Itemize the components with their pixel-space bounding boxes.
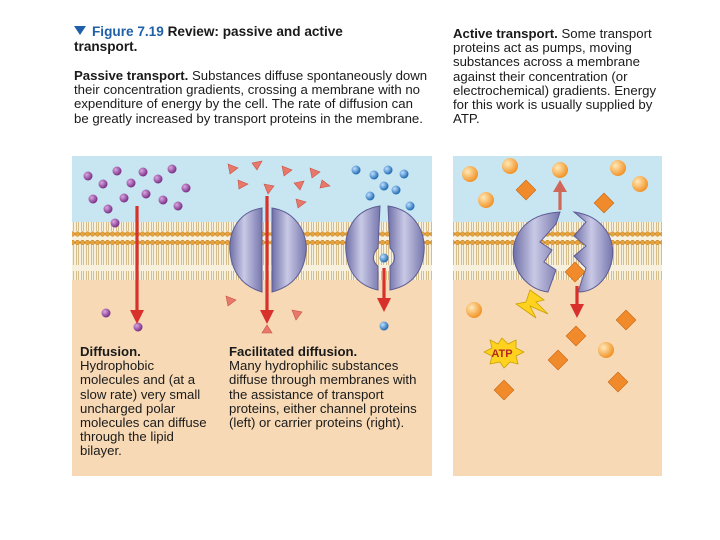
purple-molecule	[110, 218, 120, 228]
diffusion-caption: Diffusion. Hydrophobic molecules and (at…	[80, 344, 214, 459]
figure-number: Figure 7.19	[92, 24, 164, 39]
diffusion-molecules	[83, 164, 191, 332]
orange-ball	[632, 176, 648, 192]
channel-protein-left-half	[229, 207, 263, 293]
orange-molecules	[462, 158, 648, 358]
cytoplasm	[72, 276, 432, 476]
orange-diamond	[607, 371, 629, 393]
orange-diamond	[615, 309, 637, 331]
purple-molecule	[153, 174, 163, 184]
orange-diamond	[593, 192, 615, 214]
figure-title-text: Review: passive and active transport.	[74, 24, 343, 54]
blue-molecule	[369, 170, 379, 180]
triangle-molecule	[225, 295, 237, 307]
triangle-molecule	[291, 309, 303, 321]
channel-protein-right-half	[271, 207, 307, 293]
triangle-molecule	[293, 180, 305, 191]
orange-diamond	[493, 379, 515, 401]
purple-molecule	[173, 201, 183, 211]
orange-diamond	[565, 325, 587, 347]
figure-title: Figure 7.19 Review: passive and active t…	[74, 24, 384, 54]
blue-molecule	[365, 191, 375, 201]
orange-ball	[466, 302, 482, 318]
facilitated-diffusion-caption: Facilitated diffusion. Many hydrophilic …	[229, 344, 419, 431]
purple-molecule	[138, 167, 148, 177]
orange-diamond	[515, 179, 537, 201]
atp-energy: ATP	[483, 289, 549, 369]
orange-ball	[552, 162, 568, 178]
purple-molecule	[119, 193, 129, 203]
triangle-molecule	[251, 160, 263, 171]
blue-molecule	[379, 181, 389, 191]
channel-arrow-head	[260, 310, 274, 324]
blue-molecule	[405, 201, 415, 211]
passive-transport-text: Passive transport. Substances diffuse sp…	[74, 68, 430, 126]
orange-ball	[462, 166, 478, 182]
orange-ball	[478, 192, 494, 208]
pump-out-arrow-head	[553, 180, 567, 192]
pump-protein	[512, 180, 614, 318]
orange-ball	[502, 158, 518, 174]
channel-protein	[229, 196, 307, 324]
active-transport-heading: Active transport.	[453, 26, 558, 41]
blue-molecule	[379, 253, 389, 263]
purple-molecule	[167, 164, 177, 174]
orange-ball	[598, 342, 614, 358]
triangle-molecule	[295, 198, 307, 209]
triangle-molecule	[309, 167, 321, 179]
atp-starburst-icon	[483, 337, 525, 369]
purple-molecule	[98, 179, 108, 189]
triangle-molecule	[281, 165, 293, 177]
passive-transport-heading: Passive transport.	[74, 68, 189, 83]
purple-molecule	[126, 178, 136, 188]
orange-diamonds	[493, 179, 637, 401]
carrier-protein-left-half	[345, 205, 381, 291]
cytoplasm-active	[453, 276, 662, 476]
pump-protein-left	[512, 211, 561, 293]
purple-molecule	[133, 322, 143, 332]
diffusion-heading: Diffusion.	[80, 344, 141, 359]
blue-molecule	[383, 165, 393, 175]
carrier-protein-right-half	[387, 205, 425, 291]
triangle-molecule	[227, 163, 239, 175]
triangle-molecule	[263, 183, 275, 195]
purple-molecule	[101, 308, 111, 318]
hydrophilic-triangles	[225, 160, 331, 334]
blue-molecule	[391, 185, 401, 195]
facilitated-diffusion-heading: Facilitated diffusion.	[229, 344, 358, 359]
atp-label: ATP	[491, 348, 512, 360]
active-transport-body: Some transport proteins act as pumps, mo…	[453, 26, 657, 127]
carrier-arrow-head	[377, 298, 391, 312]
active-transport-text: Active transport. Some transport protein…	[453, 26, 658, 127]
purple-molecule	[83, 171, 93, 181]
purple-molecule	[88, 194, 98, 204]
lipid-bilayer-active	[453, 222, 662, 280]
lightning-bolt-icon	[515, 289, 549, 319]
carrier-protein	[345, 205, 425, 312]
purple-molecule	[181, 183, 191, 193]
passive-transport-body: Substances diffuse spontaneously down th…	[74, 68, 428, 126]
triangle-marker-icon	[74, 26, 86, 35]
diffusion-body: Hydrophobic molecules and (at a slow rat…	[80, 358, 207, 459]
blue-molecule	[379, 321, 389, 331]
purple-molecule	[141, 189, 151, 199]
orange-diamond	[564, 261, 586, 283]
purple-molecule	[103, 204, 113, 214]
pump-in-arrow-head	[570, 304, 584, 318]
purple-molecule	[158, 195, 168, 205]
orange-ball	[610, 160, 626, 176]
triangle-molecule	[319, 179, 331, 189]
facilitated-diffusion-body: Many hydrophilic substances diffuse thro…	[229, 358, 417, 431]
orange-diamond	[547, 349, 569, 371]
purple-molecule	[112, 166, 122, 176]
blue-molecule	[351, 165, 361, 175]
triangle-molecule	[261, 324, 273, 334]
carrier-molecules	[351, 165, 415, 331]
blue-molecule	[399, 169, 409, 179]
diffusion-arrow-head	[130, 310, 144, 324]
triangle-molecule	[237, 179, 249, 190]
pump-protein-right	[572, 211, 614, 293]
